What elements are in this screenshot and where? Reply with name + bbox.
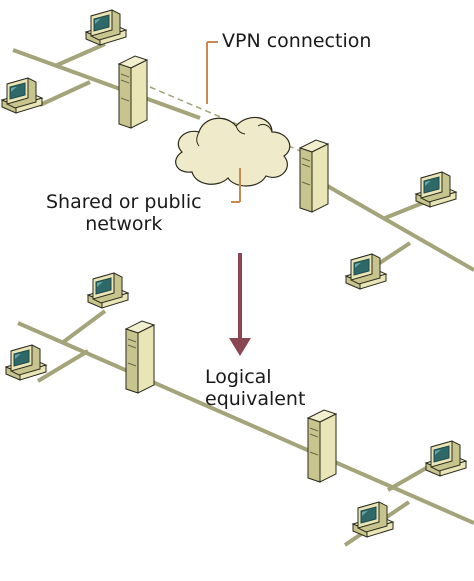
logical-branch-1 — [60, 309, 107, 345]
top-left-lan — [1, 9, 201, 129]
workstation-icon — [352, 501, 394, 538]
top-right-backbone — [309, 174, 474, 272]
vpn-server-right-icon — [299, 139, 329, 213]
workstation-icon — [85, 9, 127, 46]
top-left-branch-2 — [39, 80, 91, 107]
workstation-icon — [425, 440, 467, 477]
workstation-icon — [1, 77, 43, 114]
server-icon — [307, 409, 337, 483]
logical-lan — [5, 272, 474, 547]
down-arrow-icon — [229, 253, 251, 356]
logical-branch-2 — [36, 349, 90, 383]
shared-network-label: Shared or public network — [46, 191, 202, 235]
vpn-connection-label: VPN connection — [222, 30, 372, 52]
workstation-icon — [345, 253, 387, 290]
shared-network-label-line2: network — [85, 213, 163, 235]
logical-equivalent-line1: Logical — [205, 366, 272, 388]
top-left-branch-1 — [54, 42, 106, 68]
top-left-backbone — [12, 48, 201, 120]
workstation-icon — [415, 171, 457, 208]
top-right-lan — [299, 139, 474, 290]
logical-equivalent-line2: equivalent — [205, 388, 306, 410]
server-icon — [125, 320, 155, 394]
logical-equivalent-label: Logical equivalent — [205, 366, 305, 410]
workstation-icon — [5, 344, 47, 381]
logical-backbone — [17, 321, 474, 525]
internet-cloud-icon — [175, 116, 291, 187]
shared-network-label-line1: Shared or public — [46, 191, 202, 213]
workstation-icon — [87, 272, 129, 309]
vpn-server-left-icon — [118, 55, 148, 129]
